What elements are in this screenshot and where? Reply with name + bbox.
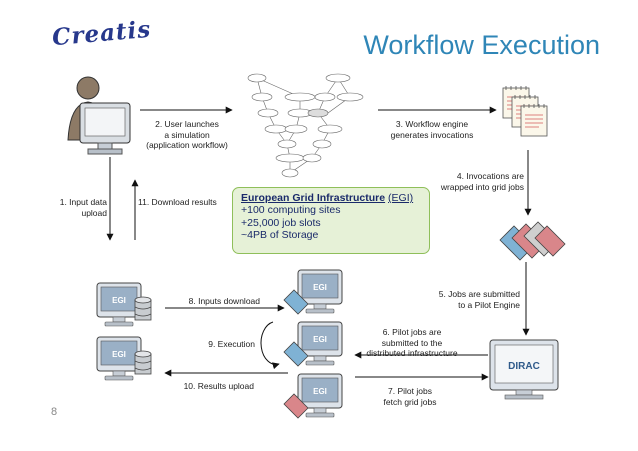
egi-name: European Grid Infrastructure bbox=[241, 192, 386, 204]
step-4-label: 4. Invocations are wrapped into grid job… bbox=[440, 171, 524, 192]
step-5-label: 5. Jobs are submitted to a Pilot Engine bbox=[438, 289, 520, 310]
page-number: 8 bbox=[51, 406, 58, 418]
worker-machine-1: EGI bbox=[283, 269, 343, 315]
egi-info-box: European Grid Infrastructure (EGI) +100 … bbox=[232, 187, 430, 254]
step-6-label: 6. Pilot jobs are submitted to the distr… bbox=[366, 327, 458, 358]
arrow-execution-loop bbox=[260, 321, 280, 370]
user-figure bbox=[67, 76, 131, 155]
invocation-papers bbox=[502, 85, 548, 137]
svg-text:EGI: EGI bbox=[112, 350, 126, 359]
step-8-label: 8. Inputs download bbox=[188, 296, 260, 306]
egi-fact-sites: +100 computing sites bbox=[241, 204, 341, 216]
step-3-label: 3. Workflow engine generates invocations bbox=[390, 119, 474, 140]
step-2-label: 2. User launches a simulation (applicati… bbox=[146, 119, 228, 150]
pilot-engine-machine: DIRAC bbox=[489, 339, 559, 400]
svg-text:EGI: EGI bbox=[313, 283, 327, 292]
svg-text:EGI: EGI bbox=[313, 335, 327, 344]
egi-abbr: (EGI) bbox=[388, 192, 414, 204]
step-7-label: 7. Pilot jobs fetch grid jobs bbox=[383, 386, 437, 407]
worker-machine-2: EGI bbox=[283, 321, 343, 367]
worker-machine-3: EGI bbox=[283, 373, 343, 419]
svg-text:EGI: EGI bbox=[112, 296, 126, 305]
workflow-graph bbox=[247, 73, 364, 178]
egi-heading: European Grid Infrastructure (EGI) bbox=[241, 192, 421, 204]
slide-title: Workflow Execution bbox=[363, 30, 600, 60]
svg-text:DIRAC: DIRAC bbox=[508, 361, 540, 372]
step-11-label: 11. Download results bbox=[138, 197, 217, 207]
svg-text:EGI: EGI bbox=[313, 387, 327, 396]
step-9-label: 9. Execution bbox=[208, 339, 255, 349]
storage-machine-top: EGI bbox=[96, 282, 152, 327]
egi-fact-slots: +25,000 job slots bbox=[241, 216, 321, 229]
storage-machine-bottom: EGI bbox=[96, 336, 152, 381]
step-1-label: 1. Input data upload bbox=[59, 197, 107, 218]
egi-fact-storage: ~4PB of Storage bbox=[241, 229, 319, 241]
grid-job-tags bbox=[499, 221, 566, 261]
step-10-label: 10. Results upload bbox=[183, 381, 254, 391]
